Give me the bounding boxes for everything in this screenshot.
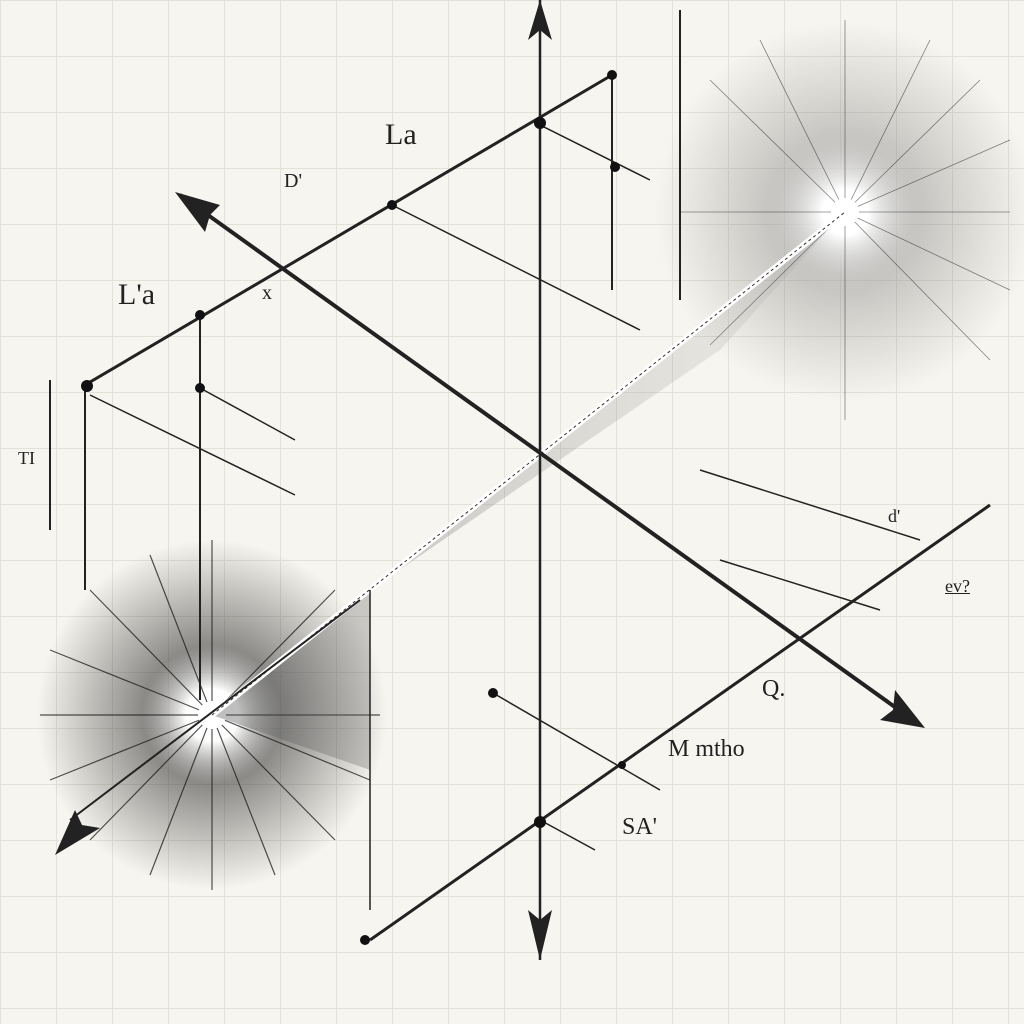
arrow-down-icon — [528, 910, 552, 960]
arrow-up-left-icon — [175, 192, 220, 232]
arrowheads — [55, 0, 925, 960]
label-q: Q. — [762, 676, 786, 702]
arrow-down-right-icon — [880, 690, 925, 728]
diagonal-axis — [178, 193, 922, 727]
label-la-top: La — [385, 118, 417, 151]
label-d1: d' — [888, 506, 901, 526]
vertex-points — [81, 70, 626, 945]
label-tr: TI — [18, 448, 35, 468]
label-d-prime: D' — [284, 170, 303, 192]
label-la-left: L'a — [118, 278, 156, 311]
construction-lines — [49, 0, 991, 960]
arrow-up-icon — [528, 0, 552, 40]
label-x: x — [262, 282, 272, 304]
label-ev: ev? — [945, 576, 970, 596]
arrow-down-left-icon — [55, 810, 100, 855]
light-beam — [212, 212, 845, 770]
label-mtho: M mtho — [668, 736, 745, 762]
label-sa: SA' — [622, 814, 658, 840]
